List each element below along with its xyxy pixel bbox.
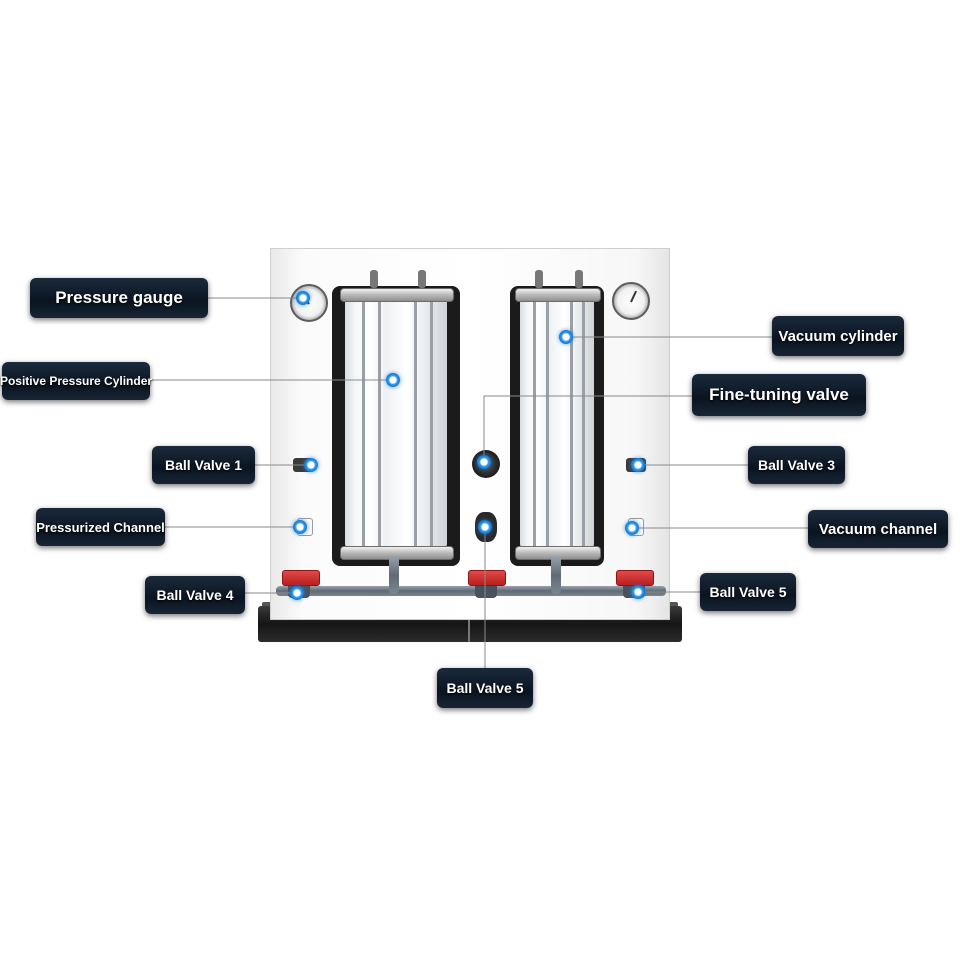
center-ball-valve-handle [468, 570, 506, 586]
top-fitting [418, 270, 426, 288]
label-ball-valve-5-bottom: Ball Valve 5 [437, 668, 533, 708]
cylinder-rod [533, 298, 536, 548]
label-positive-pressure-cylinder: Positive Pressure Cylinder [0, 362, 152, 400]
vacuum-cylinder-glass [520, 298, 594, 548]
label-fine-tuning-valve: Fine-tuning valve [692, 374, 866, 416]
label-pressure-gauge: Pressure gauge [30, 278, 208, 318]
pressure-gauge-dial [290, 284, 328, 322]
marker-vacuum-channel[interactable] [625, 521, 639, 535]
label-ball-valve-4: Ball Valve 4 [145, 576, 245, 614]
cylinder-top-cap [515, 288, 601, 302]
label-vacuum-cylinder: Vacuum cylinder [772, 316, 904, 356]
top-fitting [535, 270, 543, 288]
cylinder-rod [582, 298, 585, 548]
leader-line-fine-tuning-valve [483, 395, 692, 462]
cylinder-rod [362, 298, 365, 548]
marker-pressurized-channel[interactable] [293, 520, 307, 534]
label-ball-valve-1: Ball Valve 1 [152, 446, 255, 484]
top-fitting [370, 270, 378, 288]
label-ball-valve-5-right: Ball Valve 5 [700, 573, 796, 611]
marker-ball-valve-4[interactable] [290, 586, 304, 600]
marker-positive-pressure-cylinder[interactable] [386, 373, 400, 387]
marker-ball-valve-1[interactable] [304, 458, 318, 472]
label-pressurized-channel: Pressurized Channel [36, 508, 165, 546]
cylinder-rod [378, 298, 381, 548]
cylinder-rod [570, 298, 573, 548]
marker-ball-valve-3[interactable] [631, 458, 645, 472]
marker-pressure-gauge[interactable] [296, 291, 310, 305]
marker-fine-tuning-valve[interactable] [477, 455, 491, 469]
cylinder-rod [414, 298, 417, 548]
label-ball-valve-3: Ball Valve 3 [748, 446, 845, 484]
marker-vacuum-cylinder[interactable] [559, 330, 573, 344]
cylinder-rod [430, 298, 433, 548]
top-fitting [575, 270, 583, 288]
ball-valve-4-handle [282, 570, 320, 586]
bottom-pipe [276, 586, 666, 596]
vertical-pipe [551, 556, 561, 594]
marker-ball-valve-5-right[interactable] [631, 585, 645, 599]
base-divider [468, 604, 470, 642]
cylinder-top-cap [340, 288, 454, 302]
cylinder-rod [546, 298, 549, 548]
label-vacuum-channel: Vacuum channel [808, 510, 948, 548]
marker-ball-valve-5-bottom[interactable] [478, 520, 492, 534]
vacuum-gauge-dial [612, 282, 650, 320]
vertical-pipe [389, 556, 399, 594]
